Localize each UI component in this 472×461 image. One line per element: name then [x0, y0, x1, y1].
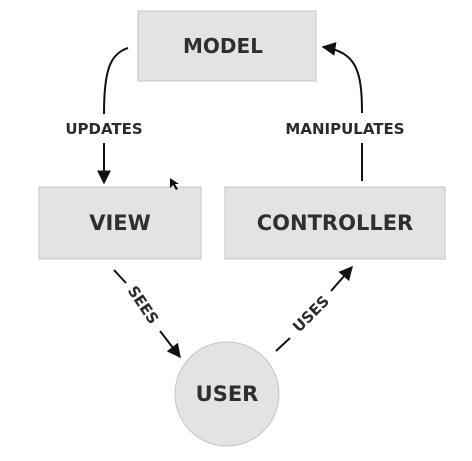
- controller-label: CONTROLLER: [257, 211, 413, 235]
- sees-arrow-end: [159, 330, 181, 359]
- manipulates-label: MANIPULATES: [285, 120, 404, 138]
- updates-arrow-top: [103, 47, 129, 115]
- uses-label: USES: [289, 292, 333, 336]
- controller-node: CONTROLLER: [224, 186, 446, 260]
- uses-arrow-end: [330, 265, 353, 292]
- manipulates-arrow-top: [321, 41, 363, 114]
- view-box: [38, 186, 202, 260]
- uses-arrow-start: [275, 337, 291, 352]
- model-label: MODEL: [183, 34, 263, 58]
- user-label: USER: [196, 382, 259, 406]
- updates-label: UPDATES: [65, 120, 142, 138]
- view-node: VIEW: [38, 186, 202, 260]
- user-circle: [174, 341, 280, 447]
- controller-box: [224, 186, 446, 260]
- model-node: MODEL: [137, 10, 317, 82]
- mouse-cursor-icon: [170, 178, 179, 190]
- user-node: USER: [174, 341, 280, 447]
- model-box: [137, 10, 317, 82]
- sees-arrow-start: [113, 269, 127, 284]
- sees-label: SEES: [124, 283, 162, 328]
- view-label: VIEW: [89, 211, 151, 235]
